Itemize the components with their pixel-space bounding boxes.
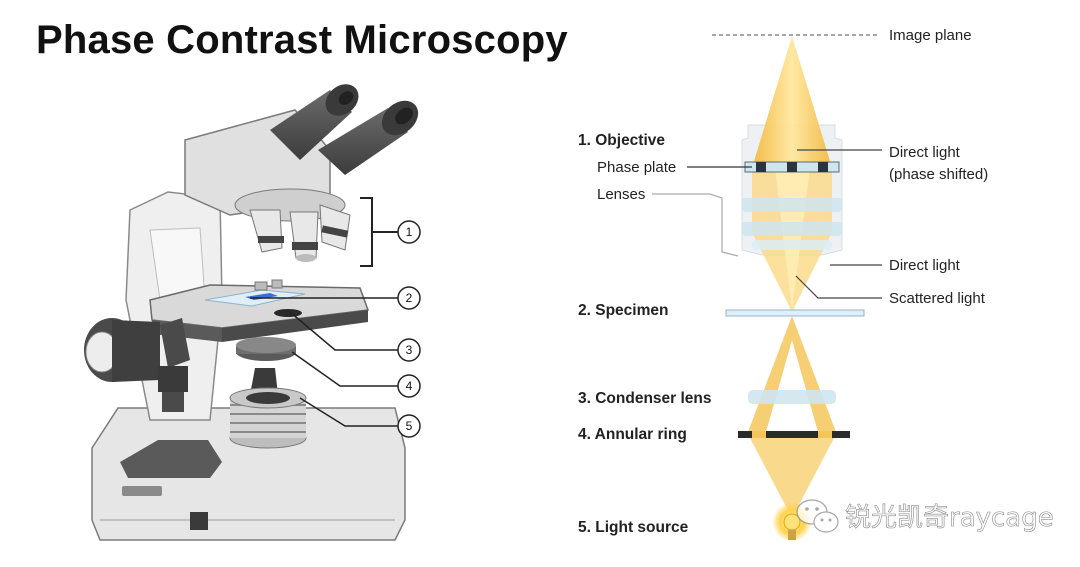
watermark: 锐光凯奇raycage — [796, 499, 1054, 533]
label-condenser-lens: 3. Condenser lens — [578, 390, 712, 407]
label-objective: 1. Objective — [578, 132, 665, 149]
label-phase-shifted: (phase shifted) — [889, 166, 988, 183]
light-hollow-cone-lower — [748, 316, 836, 432]
label-lenses: Lenses — [597, 186, 645, 203]
objectives — [234, 188, 351, 262]
callout-3: 3 — [397, 338, 421, 362]
condenser-assembly — [236, 337, 296, 395]
eyepieces — [270, 84, 419, 175]
light-housing — [229, 387, 307, 449]
focus-knobs — [84, 318, 190, 412]
base-light-window — [120, 440, 222, 478]
label-direct-light: Direct light — [889, 257, 961, 274]
leader-scattered-light — [795, 275, 882, 299]
svg-text:1: 1 — [406, 225, 413, 239]
bracket-objectives — [360, 197, 398, 267]
svg-text:4: 4 — [406, 379, 413, 393]
label-scattered-light: Scattered light — [889, 290, 986, 307]
phase-plate — [744, 161, 840, 173]
label-light-source: 5. Light source — [578, 519, 689, 536]
callout-2: 2 — [397, 286, 421, 310]
leader-line-3 — [289, 311, 398, 351]
optical-path-diagram — [712, 34, 878, 542]
leader-line-4 — [291, 351, 398, 387]
wechat-icon — [796, 499, 839, 533]
callout-1: 1 — [397, 220, 421, 244]
base-switch — [190, 512, 208, 530]
bracket-lenses — [652, 193, 739, 257]
objective-lenses — [742, 198, 842, 250]
label-specimen: 2. Specimen — [578, 302, 668, 319]
callout-4: 4 — [397, 374, 421, 398]
label-image-plane: Image plane — [889, 27, 972, 44]
svg-text:2: 2 — [406, 291, 413, 305]
annular-ring-shape — [738, 431, 850, 438]
leader-line-5 — [299, 397, 398, 427]
label-direct-light-shifted: Direct light — [889, 144, 961, 161]
label-phase-plate: Phase plate — [597, 159, 676, 176]
stage — [149, 279, 370, 342]
svg-text:3: 3 — [406, 343, 413, 357]
callout-5: 5 — [397, 414, 421, 438]
condenser-lens-shape — [748, 390, 836, 404]
label-annular-ring: 4. Annular ring — [578, 426, 687, 443]
light-cone-source — [750, 438, 834, 518]
watermark-text: 锐光凯奇raycage — [845, 503, 1054, 533]
svg-text:5: 5 — [406, 419, 413, 433]
page-title: Phase Contrast Microscopy — [36, 18, 568, 62]
light-cone-upper — [752, 36, 832, 168]
microscope-illustration — [84, 84, 419, 541]
specimen-glass — [725, 309, 865, 317]
